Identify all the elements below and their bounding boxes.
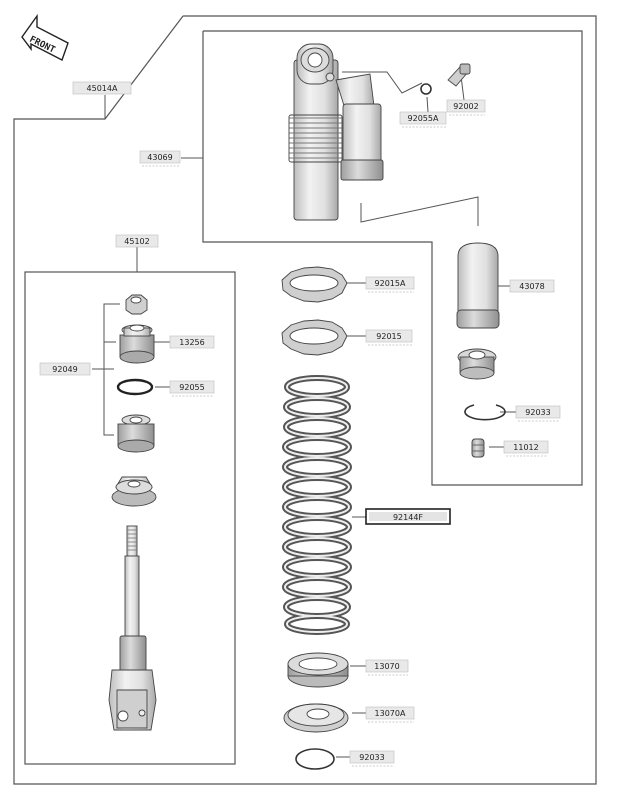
label-43078: 43078 — [509, 279, 555, 293]
label-92033-top: 92033 — [515, 405, 561, 422]
svg-text:92033: 92033 — [525, 408, 550, 417]
svg-text:43078: 43078 — [519, 282, 544, 291]
label-92002: 92002 — [446, 99, 486, 116]
spring-guide-13070 — [287, 652, 349, 688]
label-43069: 43069 — [139, 150, 181, 167]
spring-seat-13070A — [283, 703, 349, 733]
spring-nut-92015A — [281, 266, 348, 303]
label-45102: 45102 — [115, 234, 159, 248]
label-13070A: 13070A — [365, 706, 415, 723]
svg-text:11012: 11012 — [513, 443, 538, 452]
o-ring-92055A — [420, 83, 432, 95]
svg-text:13256: 13256 — [179, 338, 204, 347]
circlip-92033-bottom — [295, 748, 335, 770]
label-45014A: 45014A — [72, 81, 132, 95]
part-labels: 45014A 43069 92055A 92002 45102 92015A — [39, 81, 561, 767]
svg-text:13070A: 13070A — [375, 709, 406, 718]
label-92015: 92015 — [365, 329, 413, 346]
reservoir-plug — [457, 348, 497, 380]
bushing-lower — [117, 414, 155, 453]
svg-text:43069: 43069 — [147, 153, 172, 162]
svg-text:92033: 92033 — [359, 753, 384, 762]
circlip-92033-top — [464, 404, 506, 421]
svg-text:92015: 92015 — [376, 332, 401, 341]
svg-text:13070: 13070 — [374, 662, 399, 671]
o-ring-92055 — [116, 378, 154, 396]
svg-text:92055A: 92055A — [408, 114, 439, 123]
svg-text:92049: 92049 — [52, 365, 77, 374]
label-92049: 92049 — [39, 362, 91, 376]
label-92144F: 92144F — [365, 508, 451, 525]
svg-text:92015A: 92015A — [375, 279, 406, 288]
svg-text:92144F: 92144F — [393, 513, 423, 522]
label-92015A: 92015A — [365, 276, 415, 293]
assembly-frame-cylinder — [202, 30, 583, 486]
assembly-frame-rod — [24, 271, 236, 765]
svg-text:92055: 92055 — [179, 383, 204, 392]
spring-nut-92015 — [281, 319, 348, 356]
label-92033-bottom: 92033 — [349, 750, 395, 767]
label-13256: 13256 — [169, 335, 215, 349]
bump-stop — [111, 476, 157, 507]
reservoir-cap-43078 — [456, 242, 500, 329]
valve-11012 — [471, 438, 485, 458]
label-92055: 92055 — [169, 380, 215, 397]
piston-rod-assembly — [108, 525, 157, 731]
svg-text:45014A: 45014A — [87, 84, 118, 93]
front-direction-badge: FRONT — [21, 13, 69, 61]
label-13070: 13070 — [365, 659, 409, 676]
rod-nut — [125, 294, 148, 315]
svg-text:92002: 92002 — [453, 102, 478, 111]
label-92055A: 92055A — [399, 111, 447, 128]
bolt-92002 — [447, 63, 471, 87]
svg-text:45102: 45102 — [124, 237, 149, 246]
bushing-13256 — [119, 324, 155, 364]
label-11012: 11012 — [503, 440, 549, 457]
shock-body-43069 — [288, 43, 384, 221]
